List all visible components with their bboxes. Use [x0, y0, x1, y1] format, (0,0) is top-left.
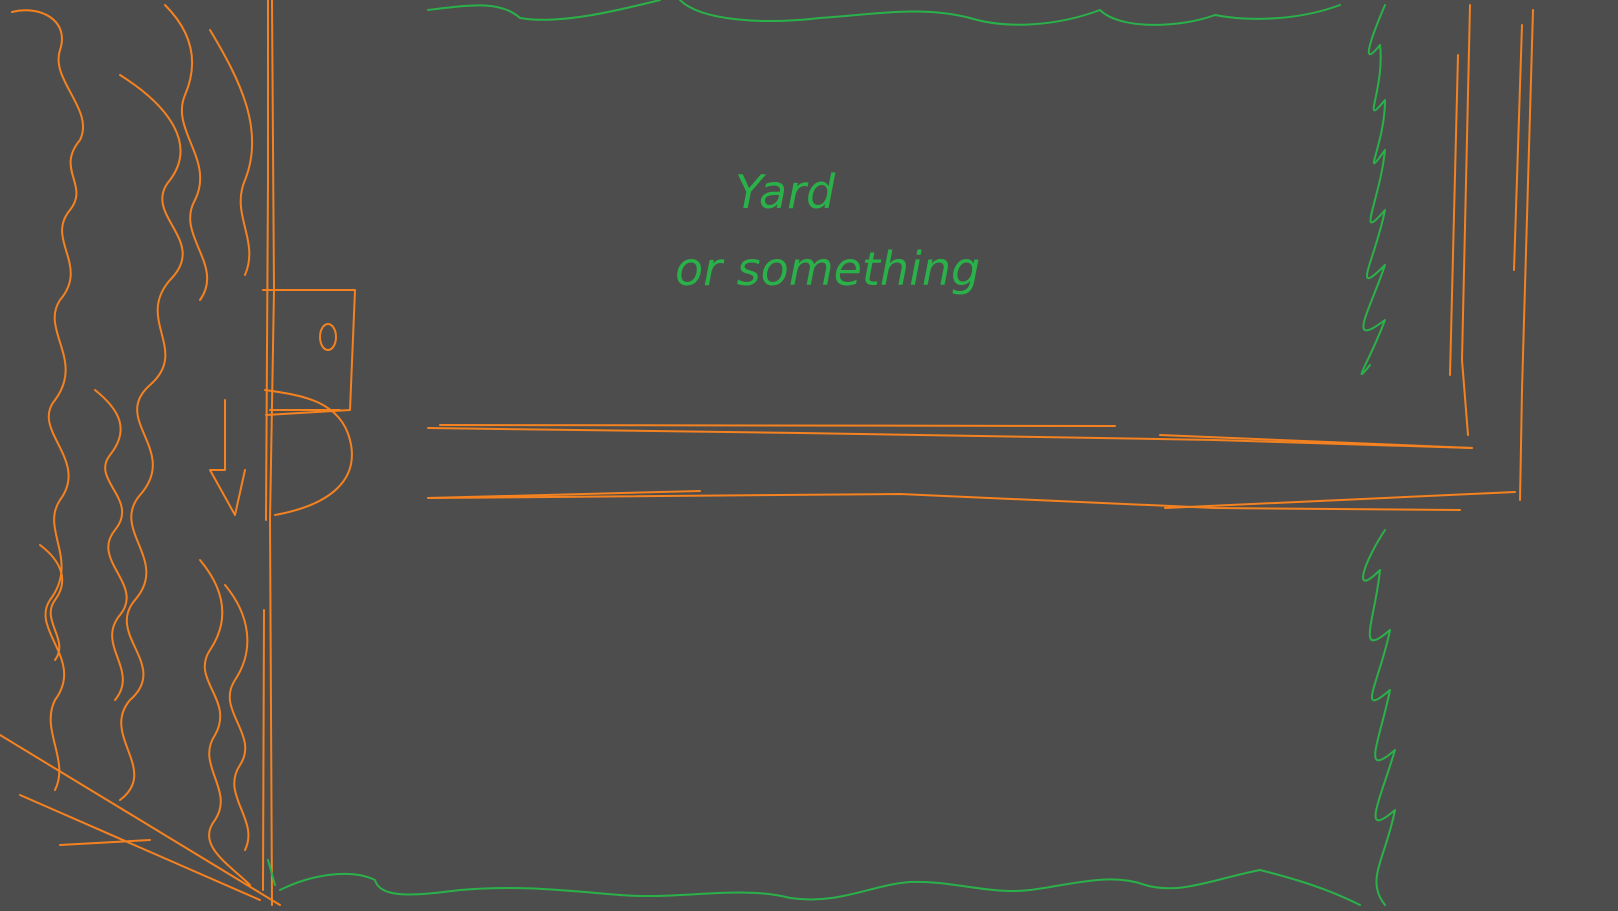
roof-shingles	[11, 4, 254, 886]
right-posts	[1449, 4, 1534, 501]
hedge-bottom	[267, 859, 1361, 906]
label-line-1: Yard	[735, 165, 836, 219]
label-line-2: or something	[675, 242, 980, 296]
roof-eave	[0, 734, 281, 906]
yard-label: Yard or something	[675, 165, 980, 296]
gate-hinge	[262, 289, 356, 516]
hedge-right	[1360, 4, 1396, 906]
fence-rails	[427, 424, 1516, 511]
hedge-top	[427, 0, 1341, 26]
house-wall	[262, 0, 275, 906]
